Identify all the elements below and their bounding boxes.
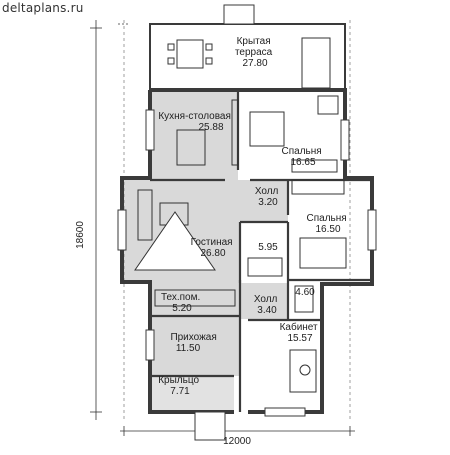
west-wall [120, 90, 234, 414]
height-dimension-label: 18600 [75, 221, 86, 249]
living-rug [134, 211, 216, 271]
room-name-living: Гостиная [191, 237, 233, 248]
porch-steps [194, 411, 226, 441]
terrace-chair [167, 57, 175, 65]
room-area-hall2: 3.40 [257, 305, 277, 316]
bedroom2-bed [299, 237, 347, 269]
room-area-bath: 5.95 [258, 242, 278, 253]
wc-fixtures [294, 285, 314, 313]
room-area-bedroom1: 16.65 [290, 157, 315, 168]
windows [117, 4, 377, 441]
room-labels: Крытая терраса 27.80 Кухня-столовая 25.8… [158, 36, 350, 397]
kitchen-floor [150, 90, 238, 180]
room-label-hall1: Холл 3.20 [255, 186, 281, 208]
office-window [264, 407, 306, 417]
room-name-office: Кабинет [280, 321, 318, 333]
room-area-office: 15.57 [287, 333, 312, 344]
room-area-bedroom2: 16.50 [315, 224, 340, 235]
room-label-bedroom2: Спальня 16.50 [307, 213, 350, 235]
terrace-chair [205, 43, 213, 51]
room-name-porch: Крыльцо [158, 375, 199, 386]
room-name-terrace-l2: терраса [235, 47, 273, 58]
bedroom1-bed [249, 111, 285, 147]
room-area-hall1: 3.20 [258, 197, 278, 208]
room-name-hall1: Холл [255, 186, 279, 197]
room-label-kitchen: Кухня-столовая 25.88 [158, 111, 233, 133]
room-name-entry: Прихожая [170, 332, 216, 343]
entry-floor [150, 316, 240, 376]
room-area-tech: 5.20 [172, 303, 192, 314]
tech-floor [150, 280, 240, 316]
terrace-table [176, 39, 204, 69]
site-watermark: deltaplans.ru [2, 1, 84, 15]
room-label-office: Кабинет 15.57 [280, 321, 321, 344]
width-dimension-label: 12000 [223, 436, 251, 447]
office-desk [289, 349, 317, 393]
furniture [134, 37, 347, 393]
entry-window [145, 329, 155, 361]
hall1-floor [240, 180, 288, 222]
kitchen-table [176, 129, 206, 166]
room-area-wc: 4.60 [295, 287, 315, 298]
bedroom1-window [340, 119, 350, 161]
room-label-porch: Крыльцо 7.71 [158, 375, 202, 397]
terrace-door-window [223, 4, 255, 25]
room-label-entry: Прихожая 11.50 [170, 332, 219, 354]
bedroom1-furniture [317, 95, 339, 115]
room-area-entry: 11.50 [176, 343, 201, 354]
terrace-chair [167, 43, 175, 51]
room-label-bath: 5.95 [258, 242, 278, 253]
bedroom2-wardrobe [291, 179, 345, 195]
room-name-hall2: Холл [254, 294, 278, 305]
living-sofa [137, 189, 153, 241]
room-name-tech: Тех.пом. [161, 292, 200, 303]
room-label-living: Гостиная 26.80 [191, 237, 236, 259]
tech-equipment [154, 289, 236, 307]
office-chair [299, 364, 311, 376]
bedroom1-wardrobe [291, 159, 338, 173]
porch-floor [150, 376, 234, 412]
room-name-terrace-l1: Крытая [237, 36, 271, 47]
room-label-hall2: Холл 3.40 [254, 294, 280, 316]
terrace-sofa-set [301, 37, 331, 89]
room-area-kitchen: 25.88 [198, 122, 223, 133]
terrace-chair [205, 57, 213, 65]
living-window [117, 209, 127, 251]
kitchen-counter [231, 99, 239, 166]
room-name-bedroom2: Спальня [307, 213, 347, 224]
room-label-terrace: Крытая терраса 27.80 [235, 36, 275, 69]
bathtub [247, 257, 283, 277]
kitchen-window [145, 109, 155, 151]
bedroom2-window [367, 209, 377, 251]
room-area-porch: 7.71 [170, 386, 190, 397]
room-area-living: 26.80 [200, 248, 225, 259]
room-name-bedroom1: Спальня [282, 146, 322, 157]
room-name-kitchen: Кухня-столовая [158, 111, 231, 122]
hall2-floor [240, 283, 288, 319]
room-label-bedroom1: Спальня 16.65 [282, 146, 325, 168]
room-label-wc: 4.60 [295, 287, 315, 298]
room-label-tech: Тех.пом. 5.20 [161, 292, 203, 314]
room-area-terrace: 27.80 [242, 58, 267, 69]
